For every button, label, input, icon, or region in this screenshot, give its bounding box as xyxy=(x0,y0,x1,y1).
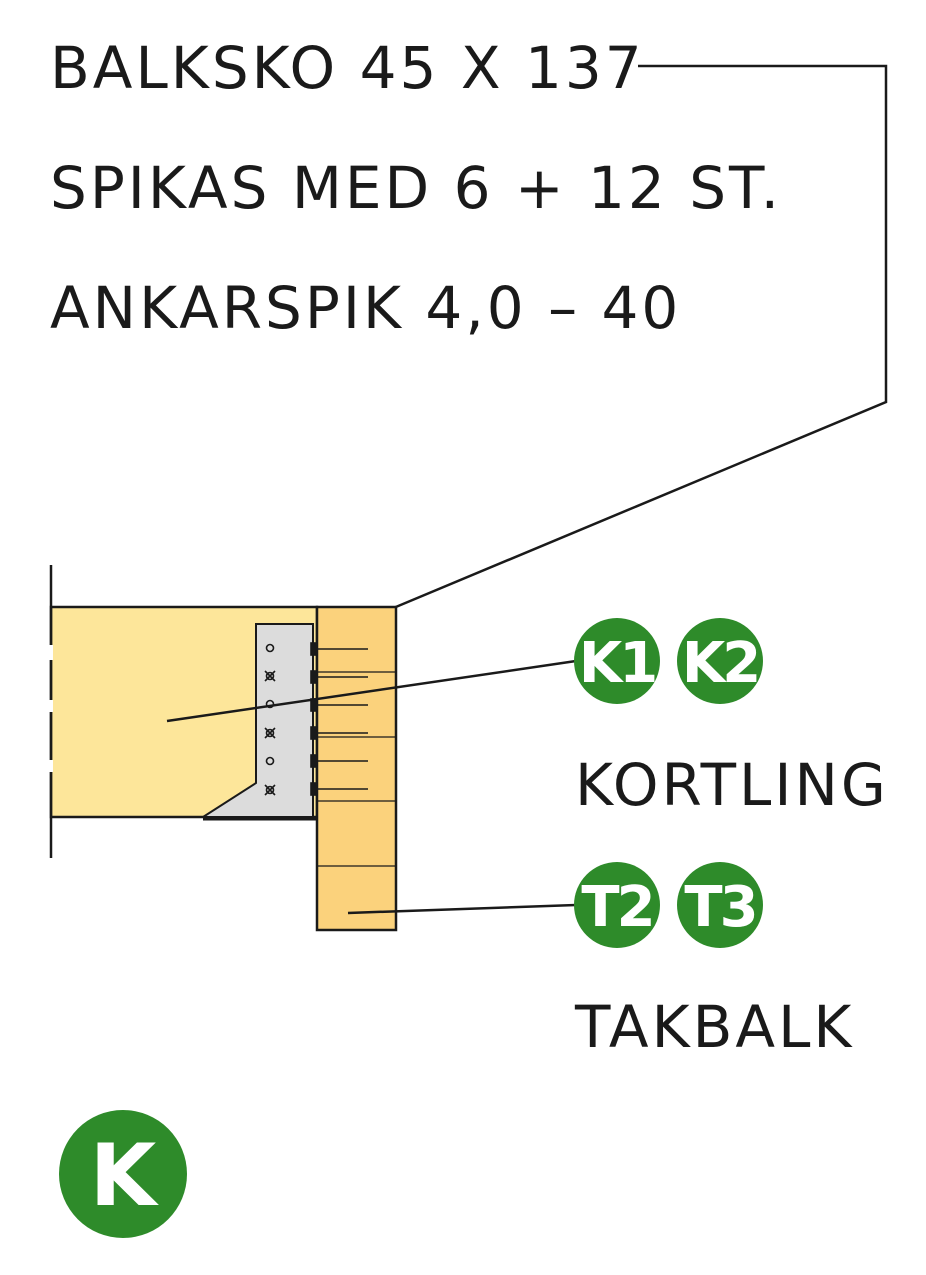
hole-cross xyxy=(264,670,276,682)
nail xyxy=(310,642,368,656)
detail-k-label: K xyxy=(90,1126,160,1226)
hole-cross xyxy=(264,727,276,739)
nail xyxy=(310,782,368,796)
badge-k2: K2 xyxy=(677,618,763,704)
badge-t2-label: T2 xyxy=(581,875,652,940)
kortling-leader-line xyxy=(166,659,577,723)
nail xyxy=(310,726,368,740)
spec-line-3: ANKARSPIK 4,0 – 40 xyxy=(50,274,681,342)
takbalk-leader-line xyxy=(347,903,577,915)
spec-line-2: SPIKAS MED 6 + 12 ST. xyxy=(50,154,782,222)
takbalk-label: TAKBALK xyxy=(574,993,854,1061)
nail xyxy=(310,670,368,684)
badge-t3-label: T3 xyxy=(684,875,755,940)
spec-leader-line xyxy=(292,64,888,652)
spec-line-1: BALKSKO 45 X 137 xyxy=(50,34,645,102)
badge-k2-label: K2 xyxy=(682,631,758,696)
kortling-label: KORTLING xyxy=(575,751,889,819)
detail-k-badge: K xyxy=(59,1110,187,1238)
badge-k1: K1 xyxy=(574,618,660,704)
hole-circle xyxy=(265,699,275,709)
badge-t3: T3 xyxy=(677,862,763,948)
hole-cross xyxy=(264,784,276,796)
hanger-holes xyxy=(264,643,276,796)
takbalk-beam xyxy=(315,605,398,932)
joist-hanger-plate xyxy=(199,623,314,818)
badge-k1-label: K1 xyxy=(579,631,655,696)
badge-t2: T2 xyxy=(574,862,660,948)
hole-circle xyxy=(265,643,275,653)
nail xyxy=(310,754,368,768)
hole-circle xyxy=(265,756,275,766)
